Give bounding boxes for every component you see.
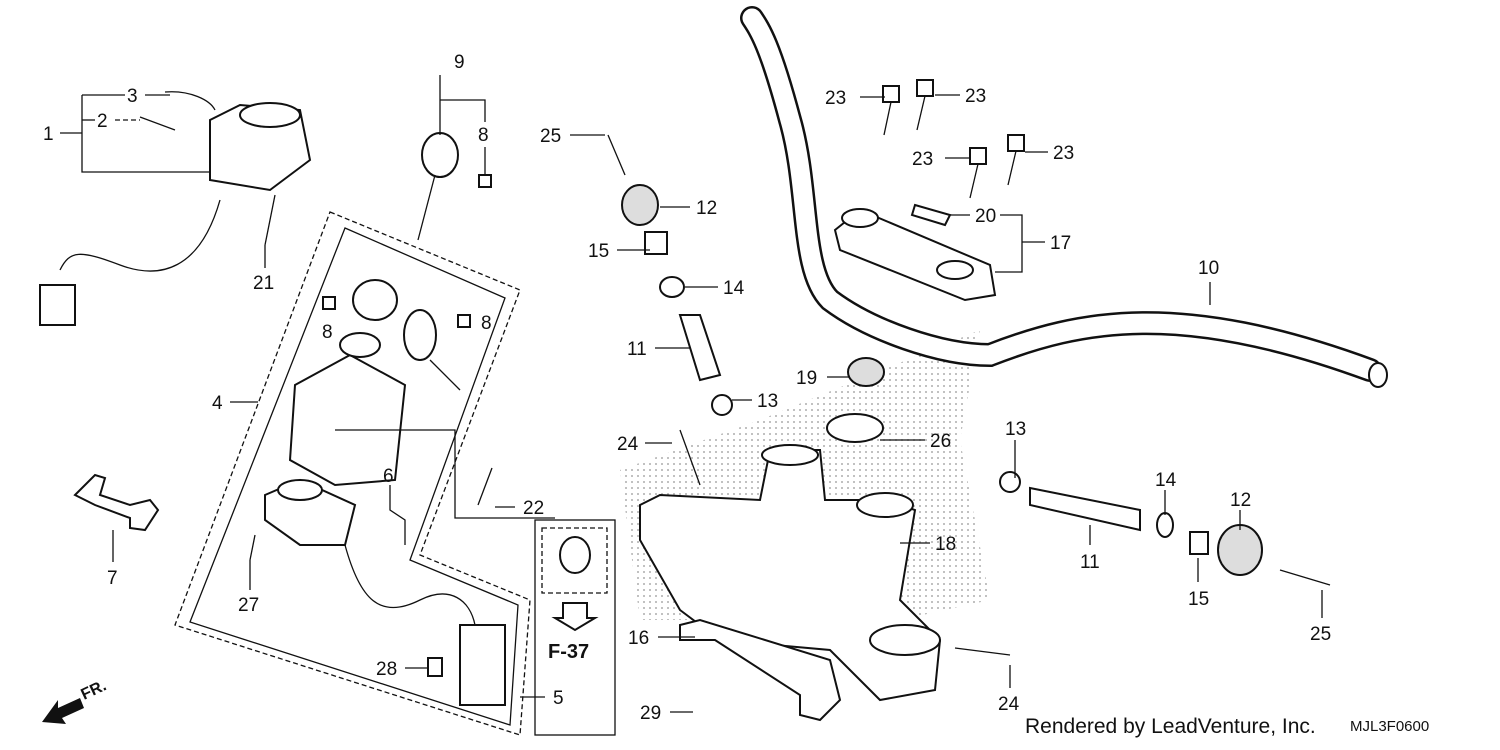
key-part — [417, 132, 492, 241]
callout-19: 19 — [796, 368, 817, 389]
ref-inner-box — [541, 527, 608, 594]
front-arrow-icon — [42, 698, 84, 724]
callout-13b: 13 — [1005, 419, 1026, 440]
callout-3: 3 — [127, 86, 138, 107]
left-switch-part — [39, 91, 312, 326]
callout-5: 5 — [553, 688, 564, 709]
callout-23c: 23 — [912, 149, 933, 170]
clip-28-part — [427, 657, 443, 677]
leader-lines — [60, 75, 1323, 713]
callout-6: 6 — [383, 466, 394, 487]
left-bar-end-assembly — [607, 134, 733, 416]
callout-15b: 15 — [1188, 589, 1209, 610]
callout-11a: 11 — [627, 339, 647, 360]
upper-holder-part — [833, 203, 997, 302]
right-bar-end-assembly — [999, 471, 1331, 586]
callout-13a: 13 — [757, 391, 778, 412]
callout-15a: 15 — [588, 241, 609, 262]
bolt-24-part — [954, 647, 1011, 656]
callout-23b: 23 — [965, 86, 986, 107]
footer-credit: Rendered by LeadVenture, Inc. — [1025, 715, 1316, 738]
ignition-switch-part — [288, 279, 471, 487]
callout-4: 4 — [212, 393, 223, 414]
bracket-part — [679, 618, 842, 722]
callout-26: 26 — [930, 431, 951, 452]
callout-16: 16 — [628, 628, 649, 649]
nut-26-part — [826, 413, 884, 443]
ref-arrow — [551, 602, 599, 632]
bolt-22-part — [477, 467, 493, 506]
callout-25a: 25 — [540, 126, 561, 147]
callout-9: 9 — [454, 52, 465, 73]
bolt-27-part — [249, 534, 256, 561]
callout-27: 27 — [238, 595, 259, 616]
callout-23a: 23 — [825, 88, 846, 109]
callout-24a: 24 — [617, 434, 639, 455]
lock-part — [264, 478, 506, 706]
callout-8a: 8 — [478, 125, 489, 146]
callout-21: 21 — [253, 273, 274, 294]
ref-label: F-37 — [548, 641, 589, 663]
callout-29: 29 — [640, 703, 661, 724]
callout-25b: 25 — [1310, 624, 1331, 645]
callout-12b: 12 — [1230, 490, 1251, 511]
callout-22: 22 — [523, 498, 544, 519]
ignition-kit-box — [174, 211, 531, 736]
top-bridge-part — [639, 444, 942, 702]
callout-28: 28 — [376, 659, 397, 680]
callout-14a: 14 — [723, 278, 745, 299]
callout-10: 10 — [1198, 258, 1219, 279]
ref-part — [559, 536, 591, 574]
callout-8c: 8 — [481, 313, 492, 334]
callout-20: 20 — [975, 206, 996, 227]
callout-8b: 8 — [322, 322, 333, 343]
front-label: FR. — [79, 677, 110, 703]
callout-2: 2 — [97, 111, 108, 132]
bolt-23-group — [882, 79, 1025, 199]
bolt-21-part — [264, 194, 276, 246]
diagram-code: MJL3F0600 — [1350, 718, 1429, 735]
ref-outer-box — [534, 519, 616, 736]
callout-18: 18 — [935, 534, 956, 555]
ignition-inner-box — [189, 227, 519, 726]
callout-1: 1 — [43, 124, 54, 145]
bolt-24-top-part — [679, 429, 701, 486]
callout-labels: 1 2 3 9 8 21 8 8 4 6 22 7 27 28 5 25 12 … — [43, 52, 1331, 724]
callout-7: 7 — [107, 568, 118, 589]
callout-14b: 14 — [1155, 470, 1177, 491]
cap-19-part — [847, 357, 885, 387]
callout-23d: 23 — [1053, 143, 1074, 164]
clip-7-part — [73, 473, 160, 532]
callout-12a: 12 — [696, 198, 717, 219]
callout-24b: 24 — [998, 694, 1020, 715]
handlebar-part — [740, 6, 1388, 388]
callout-11b: 11 — [1080, 552, 1100, 573]
callout-17: 17 — [1050, 233, 1071, 254]
